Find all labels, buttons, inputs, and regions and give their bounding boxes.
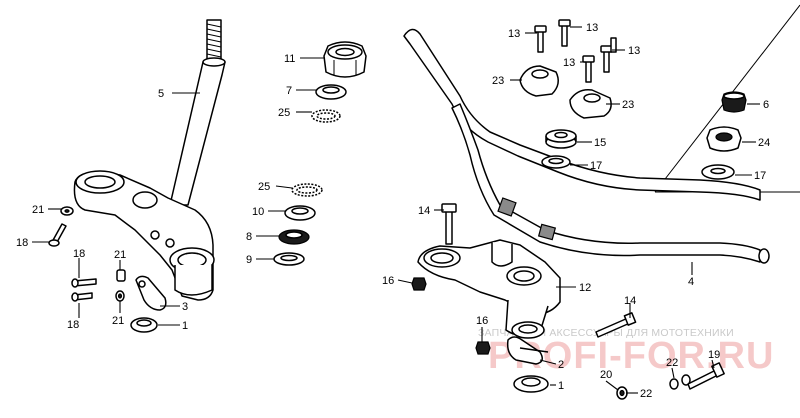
top-bridge-12 — [417, 239, 561, 339]
callout-17-center: 17 — [590, 160, 602, 172]
grommet-1-right — [513, 375, 549, 393]
bearing-race-10 — [284, 205, 316, 221]
callout-3: 3 — [182, 301, 188, 313]
callout-13-c: 13 — [563, 57, 575, 69]
bolt-13-b — [558, 19, 571, 47]
callout-7: 7 — [286, 85, 292, 97]
washer-22-a — [669, 378, 679, 390]
leader-lines — [32, 26, 760, 394]
callout-11: 11 — [284, 53, 295, 65]
nut-16-a — [411, 277, 427, 291]
callout-15: 15 — [594, 137, 606, 149]
washer-22-b — [681, 374, 691, 386]
cap-6 — [721, 91, 747, 113]
callout-20: 20 — [600, 369, 612, 381]
callout-13-d: 13 — [628, 45, 640, 57]
nut-20 — [616, 386, 628, 400]
bolt-18-lower-a — [71, 278, 97, 288]
bolt-19 — [687, 362, 725, 390]
washer-15 — [545, 129, 577, 149]
bearing-race-7 — [315, 84, 347, 100]
nut-21-a — [116, 269, 126, 282]
callout-21-upper: 21 — [114, 249, 126, 261]
handlebar — [403, 28, 770, 264]
callout-25-bottom: 25 — [258, 181, 270, 193]
callout-13-b: 13 — [586, 22, 598, 34]
callout-16-right: 16 — [476, 315, 488, 327]
stem-nut-11 — [323, 41, 367, 78]
callout-14-right: 14 — [624, 295, 636, 307]
dust-seal-9 — [273, 252, 305, 266]
callout-18-upper: 18 — [73, 248, 85, 260]
callout-25-top: 25 — [278, 107, 290, 119]
washer-17-center — [541, 155, 571, 169]
bolt-18-lower-b — [71, 292, 93, 302]
bearing-balls-25-bottom — [291, 183, 323, 197]
grommet-1-left — [130, 317, 158, 333]
callout-9: 9 — [246, 254, 252, 266]
bolt-13-c — [582, 55, 595, 83]
bolt-13-e — [610, 37, 617, 53]
callout-10: 10 — [252, 206, 264, 218]
callout-24: 24 — [758, 137, 770, 149]
cable-guide-3 — [135, 275, 167, 311]
bolt-13-a — [534, 25, 547, 53]
callout-8: 8 — [246, 231, 252, 243]
callout-23-b: 23 — [622, 99, 634, 111]
bolt-14-top — [441, 203, 457, 245]
callout-22-top: 22 — [666, 357, 678, 369]
callout-1-right: 1 — [558, 380, 564, 392]
bolt-14-right — [595, 312, 637, 338]
callout-16-left: 16 — [382, 275, 394, 287]
washer-21-left — [60, 206, 74, 216]
bearing-balls-25-top — [311, 109, 341, 123]
callout-21-left: 21 — [32, 204, 44, 216]
clamp-23-a — [519, 65, 559, 97]
callout-6: 6 — [763, 99, 769, 111]
callout-22-right: 22 — [640, 388, 652, 400]
callout-13-a: 13 — [508, 28, 520, 40]
callout-18-lower: 18 — [67, 319, 79, 331]
bearing-race-8 — [278, 229, 310, 245]
bolt-18-left — [48, 223, 67, 247]
callout-1-left: 1 — [182, 320, 188, 332]
callout-19: 19 — [708, 349, 720, 361]
clamp-23-b — [569, 88, 612, 119]
callout-17-right: 17 — [754, 170, 766, 182]
washer-21-b — [115, 290, 125, 302]
callout-21-lower: 21 — [112, 315, 124, 327]
nut-24 — [706, 126, 742, 152]
bolt-13-d — [600, 45, 613, 73]
nut-16-b — [475, 341, 491, 355]
callout-12: 12 — [579, 282, 591, 294]
callout-14-top: 14 — [418, 205, 430, 217]
washer-17-right — [701, 164, 735, 180]
callout-18-left: 18 — [16, 237, 28, 249]
callout-5: 5 — [158, 88, 164, 100]
callout-2: 2 — [558, 359, 564, 371]
callout-4: 4 — [688, 276, 694, 288]
callout-23-a: 23 — [492, 75, 504, 87]
steering-stem — [169, 19, 226, 206]
lower-bracket — [73, 170, 215, 301]
